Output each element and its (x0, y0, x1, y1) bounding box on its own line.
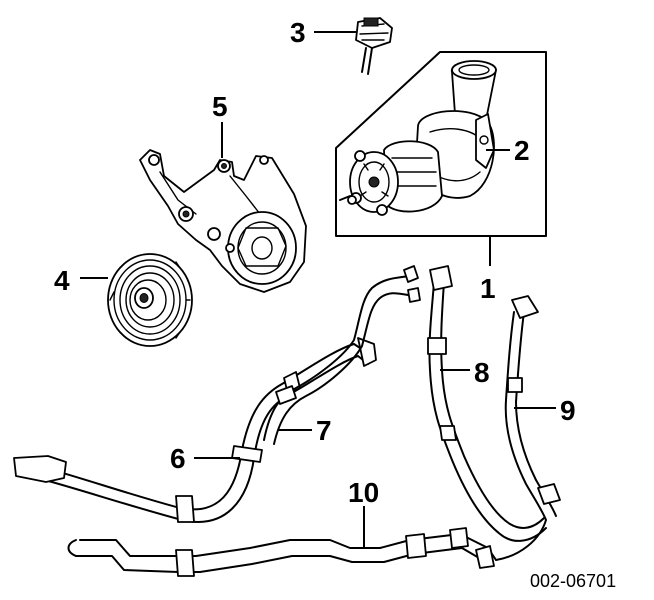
callout-3: 3 (290, 17, 356, 48)
return-line (495, 295, 561, 561)
callout-2-label: 2 (514, 135, 530, 166)
callout-2: 2 (486, 135, 530, 166)
callout-7-label: 7 (316, 415, 332, 446)
callout-10-label: 10 (348, 477, 379, 508)
callout-7: 7 (278, 415, 332, 446)
mounting-bracket (139, 149, 307, 293)
figure-code: 002-06701 (530, 571, 616, 591)
pressure-line (427, 265, 547, 542)
callout-4: 4 (54, 265, 108, 296)
callout-8: 8 (440, 357, 490, 388)
callout-9: 9 (514, 395, 576, 426)
callout-10: 10 (348, 477, 379, 548)
callout-9-label: 9 (560, 395, 576, 426)
callout-6-label: 6 (170, 443, 186, 474)
pump-assembly-boundary (335, 51, 547, 237)
cooler-tube (67, 527, 497, 577)
callout-1-label: 1 (480, 273, 496, 304)
return-hose (263, 265, 421, 445)
reservoir-cap (355, 17, 393, 75)
callout-4-label: 4 (54, 265, 70, 296)
pressure-hose (13, 337, 377, 523)
callout-5-label: 5 (212, 91, 228, 122)
callout-1: 1 (480, 236, 496, 304)
callout-3-label: 3 (290, 17, 306, 48)
power-steering-pump (339, 60, 497, 216)
callout-6: 6 (170, 443, 240, 474)
callout-8-label: 8 (474, 357, 490, 388)
callout-5: 5 (212, 91, 228, 158)
pump-pulley (107, 253, 193, 347)
